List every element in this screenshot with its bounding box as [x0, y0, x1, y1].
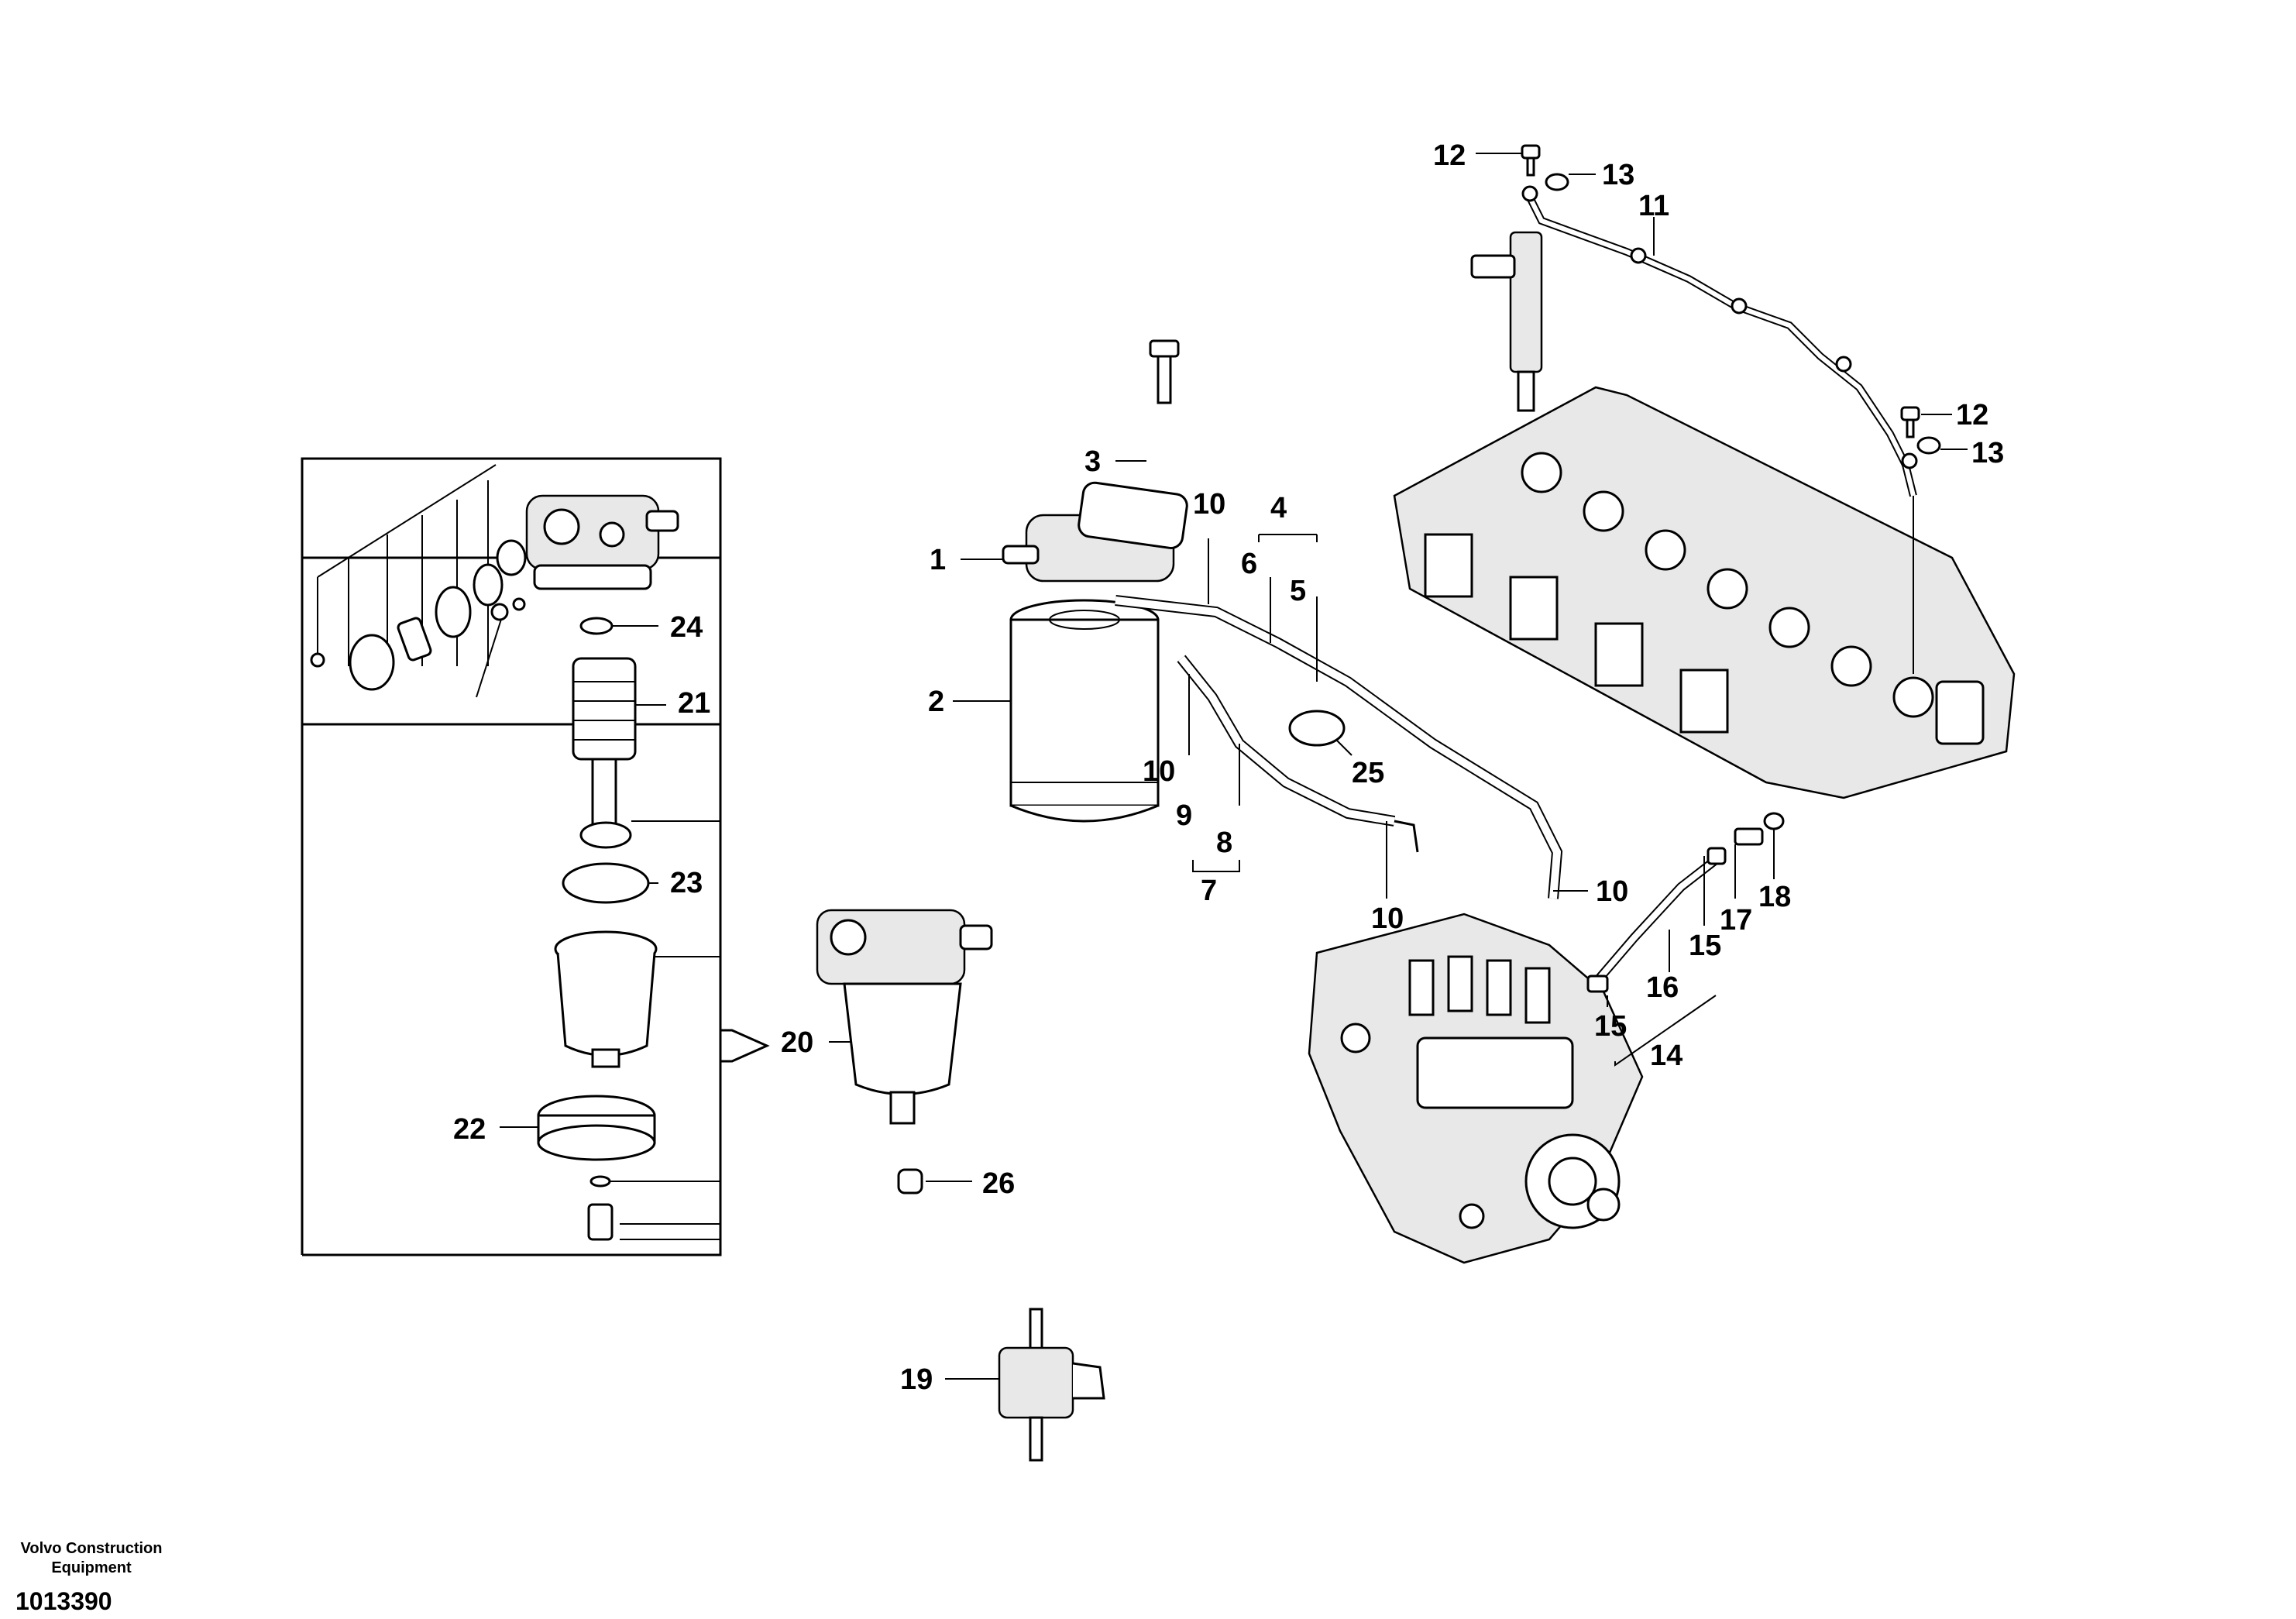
callout-10a: 10 — [1193, 488, 1225, 521]
hose-clip-small — [897, 1168, 923, 1194]
callout-25: 25 — [1352, 757, 1384, 789]
callout-26: 26 — [982, 1167, 1015, 1200]
o-ring-small — [579, 617, 614, 635]
callout-18: 18 — [1758, 881, 1791, 913]
callout-2: 2 — [928, 686, 944, 718]
drawing-id: 1013390 — [15, 1587, 112, 1615]
callout-24: 24 — [670, 611, 703, 644]
fuel-injector — [1470, 231, 1543, 412]
callout-1: 1 — [930, 544, 946, 576]
callout-4: 4 — [1270, 492, 1287, 524]
callout-10b: 10 — [1143, 755, 1175, 788]
exploded-view-frame — [301, 457, 770, 1256]
callout-3: 3 — [1084, 445, 1101, 478]
callout-15a: 15 — [1689, 930, 1721, 962]
callout-7: 7 — [1201, 875, 1217, 907]
callout-23: 23 — [670, 867, 703, 899]
filter-head-exploded — [525, 494, 679, 590]
injection-pump — [1308, 913, 1644, 1264]
water-separator-assembly — [816, 909, 993, 1125]
electric-fuel-pump — [998, 1308, 1105, 1462]
callout-labels: 1 2 3 4 5 6 7 8 9 10 10 10 10 11 12 12 1… — [453, 139, 2004, 1396]
callout-12b: 12 — [1956, 399, 1988, 431]
brand-line-2: Equipment — [51, 1559, 132, 1576]
callout-13a: 13 — [1602, 159, 1634, 191]
small-parts-exploded — [310, 539, 527, 691]
callout-16: 16 — [1646, 971, 1679, 1004]
main-fuel-filter — [1002, 339, 1188, 823]
callout-10c: 10 — [1371, 902, 1404, 935]
drain-plug — [587, 1203, 614, 1241]
banjo-bolts-washers — [1521, 144, 1941, 455]
filter-element — [572, 657, 637, 834]
filter-bowl — [554, 930, 658, 1068]
callout-6: 6 — [1241, 548, 1257, 580]
callout-21: 21 — [678, 687, 710, 720]
footer-credit: Volvo Construction Equipment 1013390 — [15, 1540, 162, 1615]
callout-5: 5 — [1290, 575, 1306, 607]
callout-12a: 12 — [1433, 139, 1466, 172]
leak-off-pipe — [1521, 185, 1918, 674]
callout-17: 17 — [1720, 904, 1752, 937]
callout-14: 14 — [1650, 1040, 1682, 1072]
fuel-hoses — [1115, 595, 1719, 995]
o-ring-large — [562, 862, 650, 904]
cylinder-head — [1393, 386, 2016, 799]
callout-22: 22 — [453, 1113, 486, 1146]
callout-8: 8 — [1216, 827, 1232, 859]
leader-lines — [1188, 534, 1775, 1067]
callout-15b: 15 — [1594, 1010, 1627, 1043]
callout-13b: 13 — [1971, 437, 2004, 469]
callout-9: 9 — [1176, 799, 1192, 832]
callout-20: 20 — [781, 1026, 813, 1059]
callout-10d: 10 — [1596, 875, 1628, 908]
brand-line-1: Volvo Construction — [21, 1540, 163, 1557]
hose-clamp — [1288, 710, 1346, 747]
ring-nut — [537, 1095, 656, 1161]
seal-ring — [579, 821, 632, 849]
callout-19: 19 — [900, 1363, 933, 1396]
callout-11: 11 — [1638, 190, 1669, 222]
